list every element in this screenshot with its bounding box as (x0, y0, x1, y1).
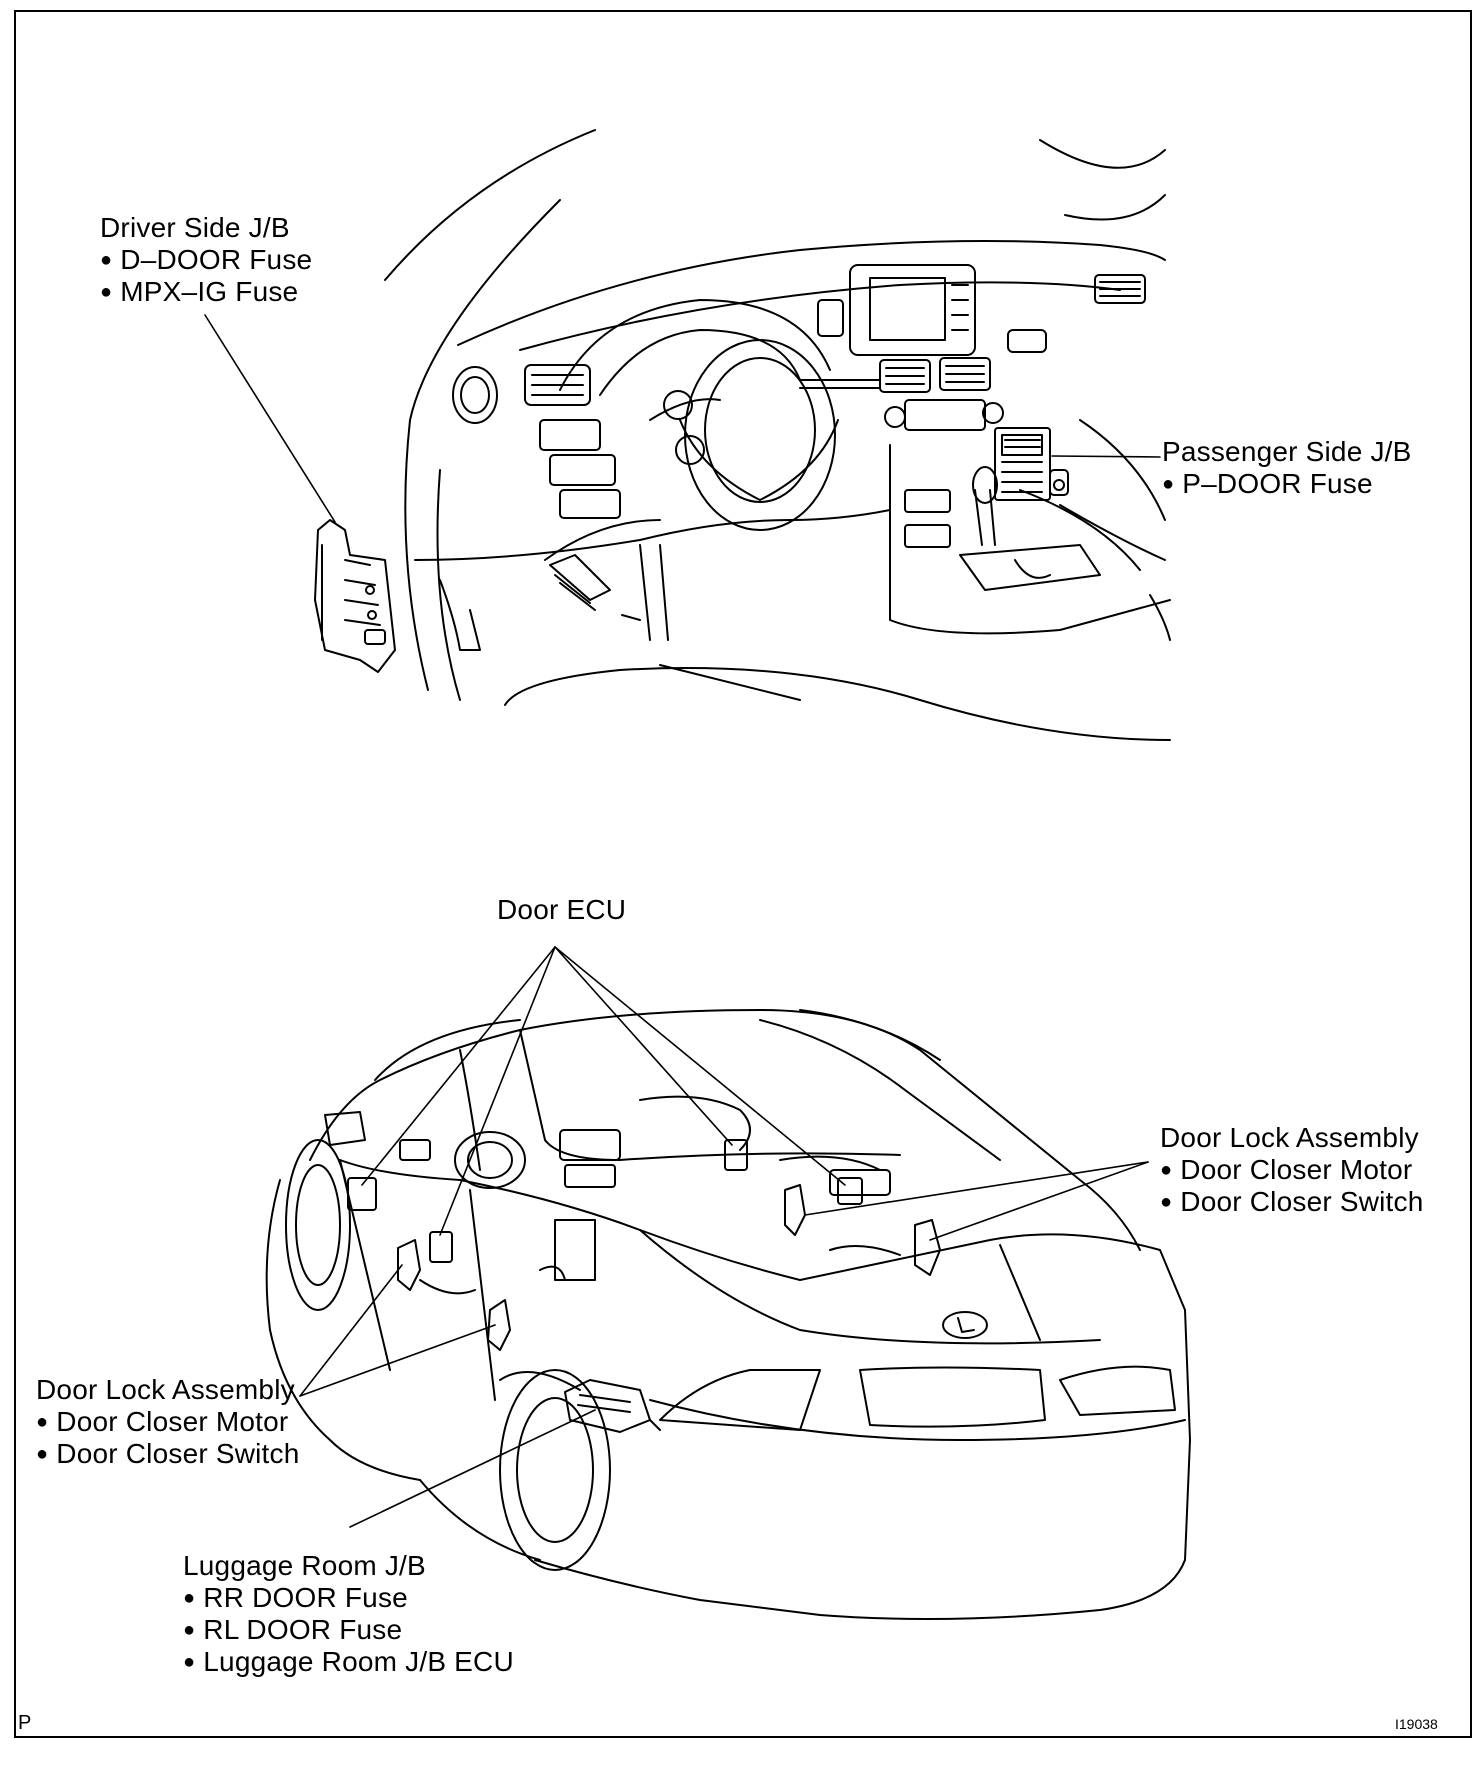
rr-door-fuse-item: RR DOOR Fuse (183, 1582, 514, 1614)
luggage-room-jb-title: Luggage Room J/B (183, 1550, 426, 1581)
passenger-side-jb-title: Passenger Side J/B (1162, 436, 1412, 467)
mpx-ig-fuse-item: MPX–IG Fuse (100, 276, 312, 308)
door-closer-motor-front-item: Door Closer Motor (36, 1406, 300, 1438)
door-closer-motor-rear-item: Door Closer Motor (1160, 1154, 1424, 1186)
instrument-panel-drawing (314, 129, 1171, 741)
figure-frame (14, 10, 1472, 1738)
leader-lines (204, 314, 1161, 1528)
figure-id: I19038 (1395, 1716, 1438, 1732)
door-lock-assembly-front-title: Door Lock Assembly (36, 1374, 295, 1405)
door-lock-assembly-rear-title: Door Lock Assembly (1160, 1122, 1419, 1153)
passenger-side-jb-label: Passenger Side J/B P–DOOR Fuse (1162, 436, 1412, 500)
d-door-fuse-item: D–DOOR Fuse (100, 244, 312, 276)
driver-side-jb-title: Driver Side J/B (100, 212, 290, 243)
door-ecu-title: Door ECU (497, 894, 627, 925)
door-lock-assembly-front-label: Door Lock Assembly Door Closer Motor Doo… (36, 1374, 300, 1470)
door-closer-switch-front-item: Door Closer Switch (36, 1438, 300, 1470)
luggage-room-jb-ecu-item: Luggage Room J/B ECU (183, 1646, 514, 1678)
corner-mark: P (18, 1712, 32, 1734)
door-ecu-label: Door ECU (497, 894, 626, 926)
car-body-drawing (265, 1009, 1191, 1620)
rl-door-fuse-item: RL DOOR Fuse (183, 1614, 514, 1646)
door-lock-assembly-rear-label: Door Lock Assembly Door Closer Motor Doo… (1160, 1122, 1424, 1218)
door-closer-switch-rear-item: Door Closer Switch (1160, 1186, 1424, 1218)
p-door-fuse-item: P–DOOR Fuse (1162, 468, 1412, 500)
luggage-room-jb-label: Luggage Room J/B RR DOOR Fuse RL DOOR Fu… (183, 1550, 514, 1678)
driver-side-jb-label: Driver Side J/B D–DOOR Fuse MPX–IG Fuse (100, 212, 312, 308)
